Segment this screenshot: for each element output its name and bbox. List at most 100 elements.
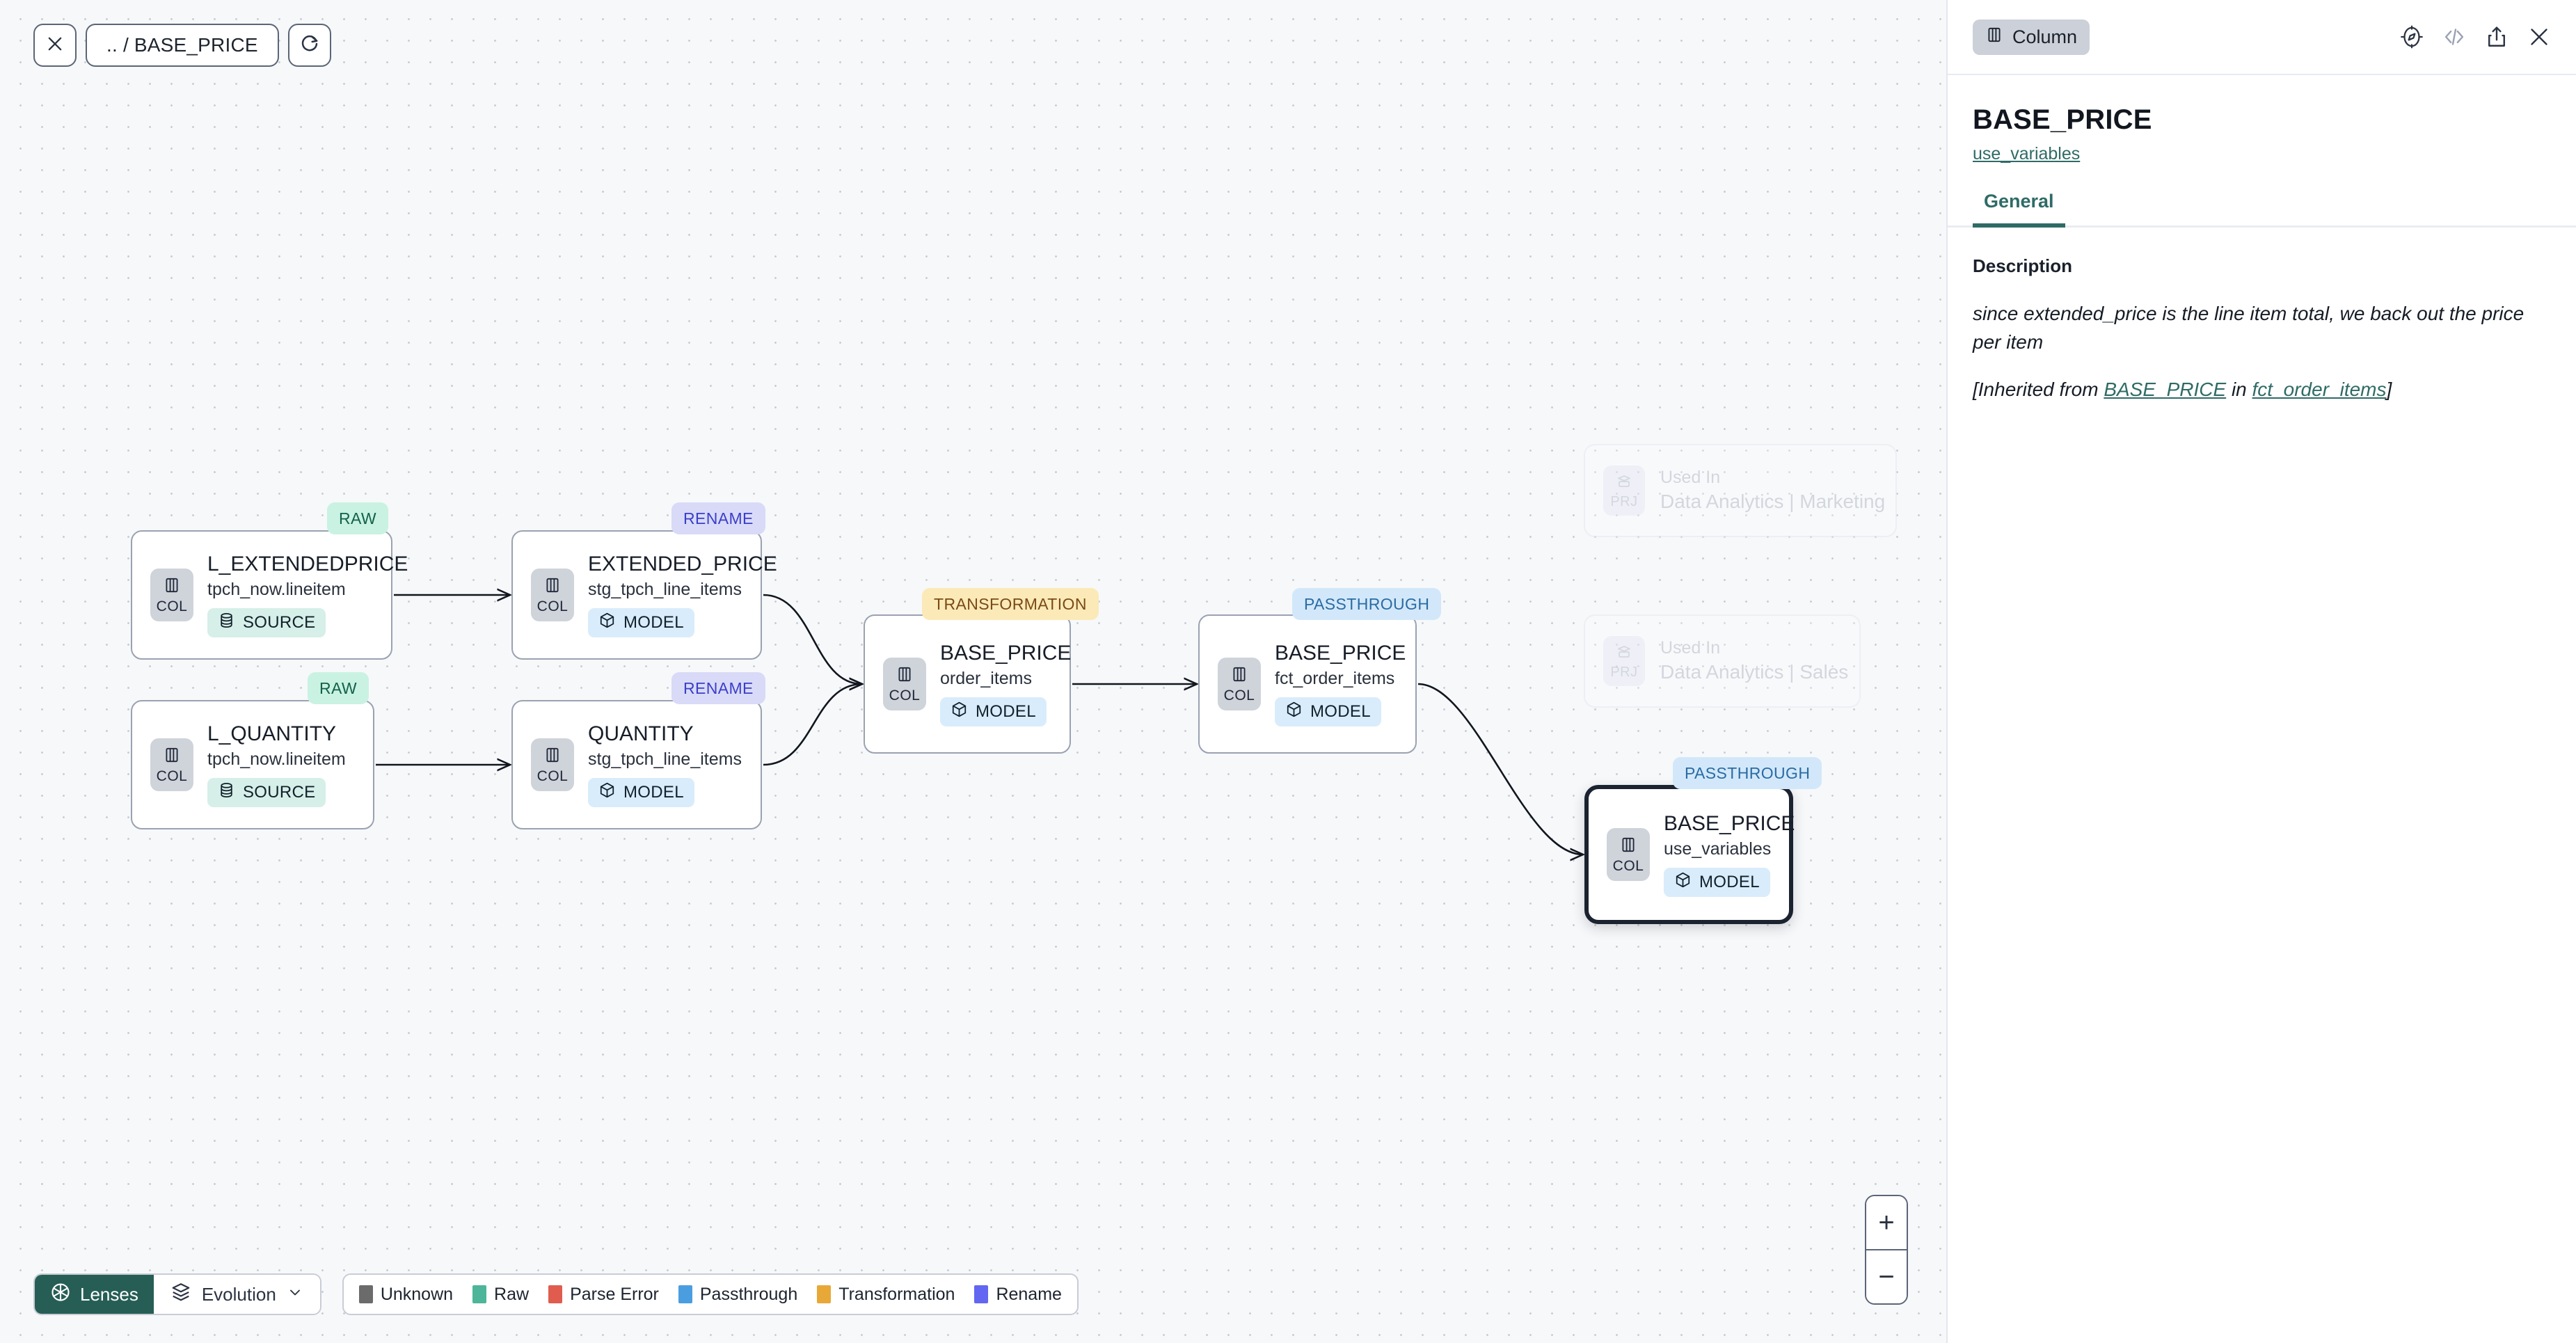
legend-label: Rename: [996, 1284, 1062, 1304]
inherited-model-link[interactable]: fct_order_items: [2252, 378, 2387, 400]
evolution-label: Evolution: [201, 1283, 276, 1305]
node-kind-label: MODEL: [623, 612, 684, 632]
node-kind-label: MODEL: [1310, 701, 1371, 721]
chevron-down-icon: [287, 1284, 303, 1305]
legend-label: Transformation: [838, 1284, 955, 1304]
node-type-chip-label: COL: [889, 688, 921, 704]
zoom-controls: + −: [1865, 1195, 1908, 1305]
details-panel-actions: [2400, 25, 2551, 49]
node-subtitle: stg_tpch_line_items: [588, 749, 742, 769]
tab-general[interactable]: General: [1973, 191, 2065, 228]
node-title: QUANTITY: [588, 722, 694, 746]
node-tag-extended_price: RENAME: [671, 502, 765, 534]
legend-item-raw[interactable]: Raw: [472, 1285, 529, 1305]
lenses-button[interactable]: Lenses: [35, 1275, 154, 1314]
node-title: BASE_PRICE: [1664, 812, 1795, 836]
node-title: EXTENDED_PRICE: [588, 553, 777, 576]
node-kind-badge: SOURCE: [207, 777, 326, 807]
node-tag-l_extendedprice: RAW: [327, 502, 389, 534]
node-type-chip: COL: [883, 658, 926, 710]
canvas-bottom-toolbar: Lenses Evolution: [33, 1273, 1079, 1315]
inherited-column-link[interactable]: BASE_PRICE: [2104, 378, 2227, 400]
legend-label: Raw: [494, 1284, 530, 1304]
cube-icon: [951, 701, 968, 723]
description-section: Description since extended_price is the …: [1948, 228, 2576, 404]
inherited-prefix: [Inherited from: [1973, 378, 2104, 400]
close-icon[interactable]: [2527, 25, 2551, 49]
node-type-chip: COL: [150, 569, 193, 621]
details-panel: Column: [1946, 0, 2576, 1343]
project-icon: [1616, 644, 1632, 664]
node-kind-label: SOURCE: [243, 612, 316, 632]
used-in-label: Used In: [1660, 637, 1721, 658]
node-type-chip-label: COL: [156, 598, 188, 614]
lenses-label: Lenses: [80, 1283, 138, 1305]
description-body: since extended_price is the line item to…: [1973, 303, 2525, 353]
used-in-project: Data Analytics | Marketing: [1660, 491, 1886, 513]
inherited-suffix: ]: [2386, 378, 2392, 400]
cube-icon: [598, 612, 616, 634]
legend-swatch: [678, 1285, 692, 1303]
node-kind-badge: MODEL: [588, 607, 694, 637]
legend-swatch: [472, 1285, 487, 1303]
node-tag-l_quantity: RAW: [308, 672, 369, 704]
explore-icon[interactable]: [2400, 25, 2424, 49]
legend-item-parse-error[interactable]: Parse Error: [548, 1285, 659, 1305]
columns-icon: [543, 576, 562, 598]
zoom-in-button[interactable]: +: [1866, 1196, 1907, 1249]
used-in-chip-label: PRJ: [1610, 493, 1638, 509]
code-icon[interactable]: [2442, 25, 2466, 49]
cube-icon: [598, 781, 616, 804]
used-in-chip-label: PRJ: [1610, 664, 1638, 680]
close-graph-button[interactable]: [33, 24, 77, 67]
legend-item-transformation[interactable]: Transformation: [817, 1285, 955, 1305]
columns-icon: [1985, 26, 2003, 49]
node-type-chip-label: COL: [156, 768, 188, 784]
used-in-body: Used In Data Analytics | Sales: [1660, 637, 1849, 683]
database-icon: [218, 612, 235, 634]
page-title: BASE_PRICE: [1973, 104, 2152, 135]
legend-item-rename[interactable]: Rename: [974, 1285, 1062, 1305]
node-tag-base_price_fct_order_items: PASSTHROUGH: [1292, 588, 1442, 620]
legend-item-unknown[interactable]: Unknown: [358, 1285, 453, 1305]
details-tabs: General: [1948, 191, 2576, 228]
zoom-out-button[interactable]: −: [1866, 1250, 1907, 1303]
used-in-project: Data Analytics | Sales: [1660, 661, 1849, 683]
used-in-sales[interactable]: PRJ Used In Data Analytics | Sales: [1584, 614, 1861, 708]
node-kind-badge: SOURCE: [207, 607, 326, 637]
details-panel-header: Column: [1948, 0, 2576, 75]
zoom-divider: [1866, 1249, 1907, 1250]
parent-model-link[interactable]: use_variables: [1973, 144, 2081, 164]
refresh-button[interactable]: [287, 24, 331, 67]
inherited-mid: in: [2226, 378, 2252, 400]
canvas-top-controls: .. / BASE_PRICE: [33, 24, 331, 67]
legend-label: Parse Error: [570, 1284, 659, 1304]
legend-item-passthrough[interactable]: Passthrough: [678, 1285, 797, 1305]
lineage-canvas[interactable]: .. / BASE_PRICE: [0, 0, 1946, 1343]
share-icon[interactable]: [2485, 25, 2509, 49]
node-title: BASE_PRICE: [1275, 642, 1406, 665]
refresh-icon: [299, 33, 320, 58]
columns-icon: [1230, 665, 1248, 687]
node-type-chip: COL: [150, 738, 193, 791]
node-kind-badge: MODEL: [588, 777, 694, 807]
node-tag-quantity: RENAME: [671, 672, 765, 704]
node-kind-badge: MODEL: [940, 697, 1047, 726]
used-in-type-chip: PRJ: [1603, 466, 1645, 516]
breadcrumb[interactable]: .. / BASE_PRICE: [86, 24, 279, 67]
evolution-dropdown[interactable]: Evolution: [153, 1275, 320, 1314]
node-subtitle: tpch_now.lineitem: [207, 749, 346, 769]
